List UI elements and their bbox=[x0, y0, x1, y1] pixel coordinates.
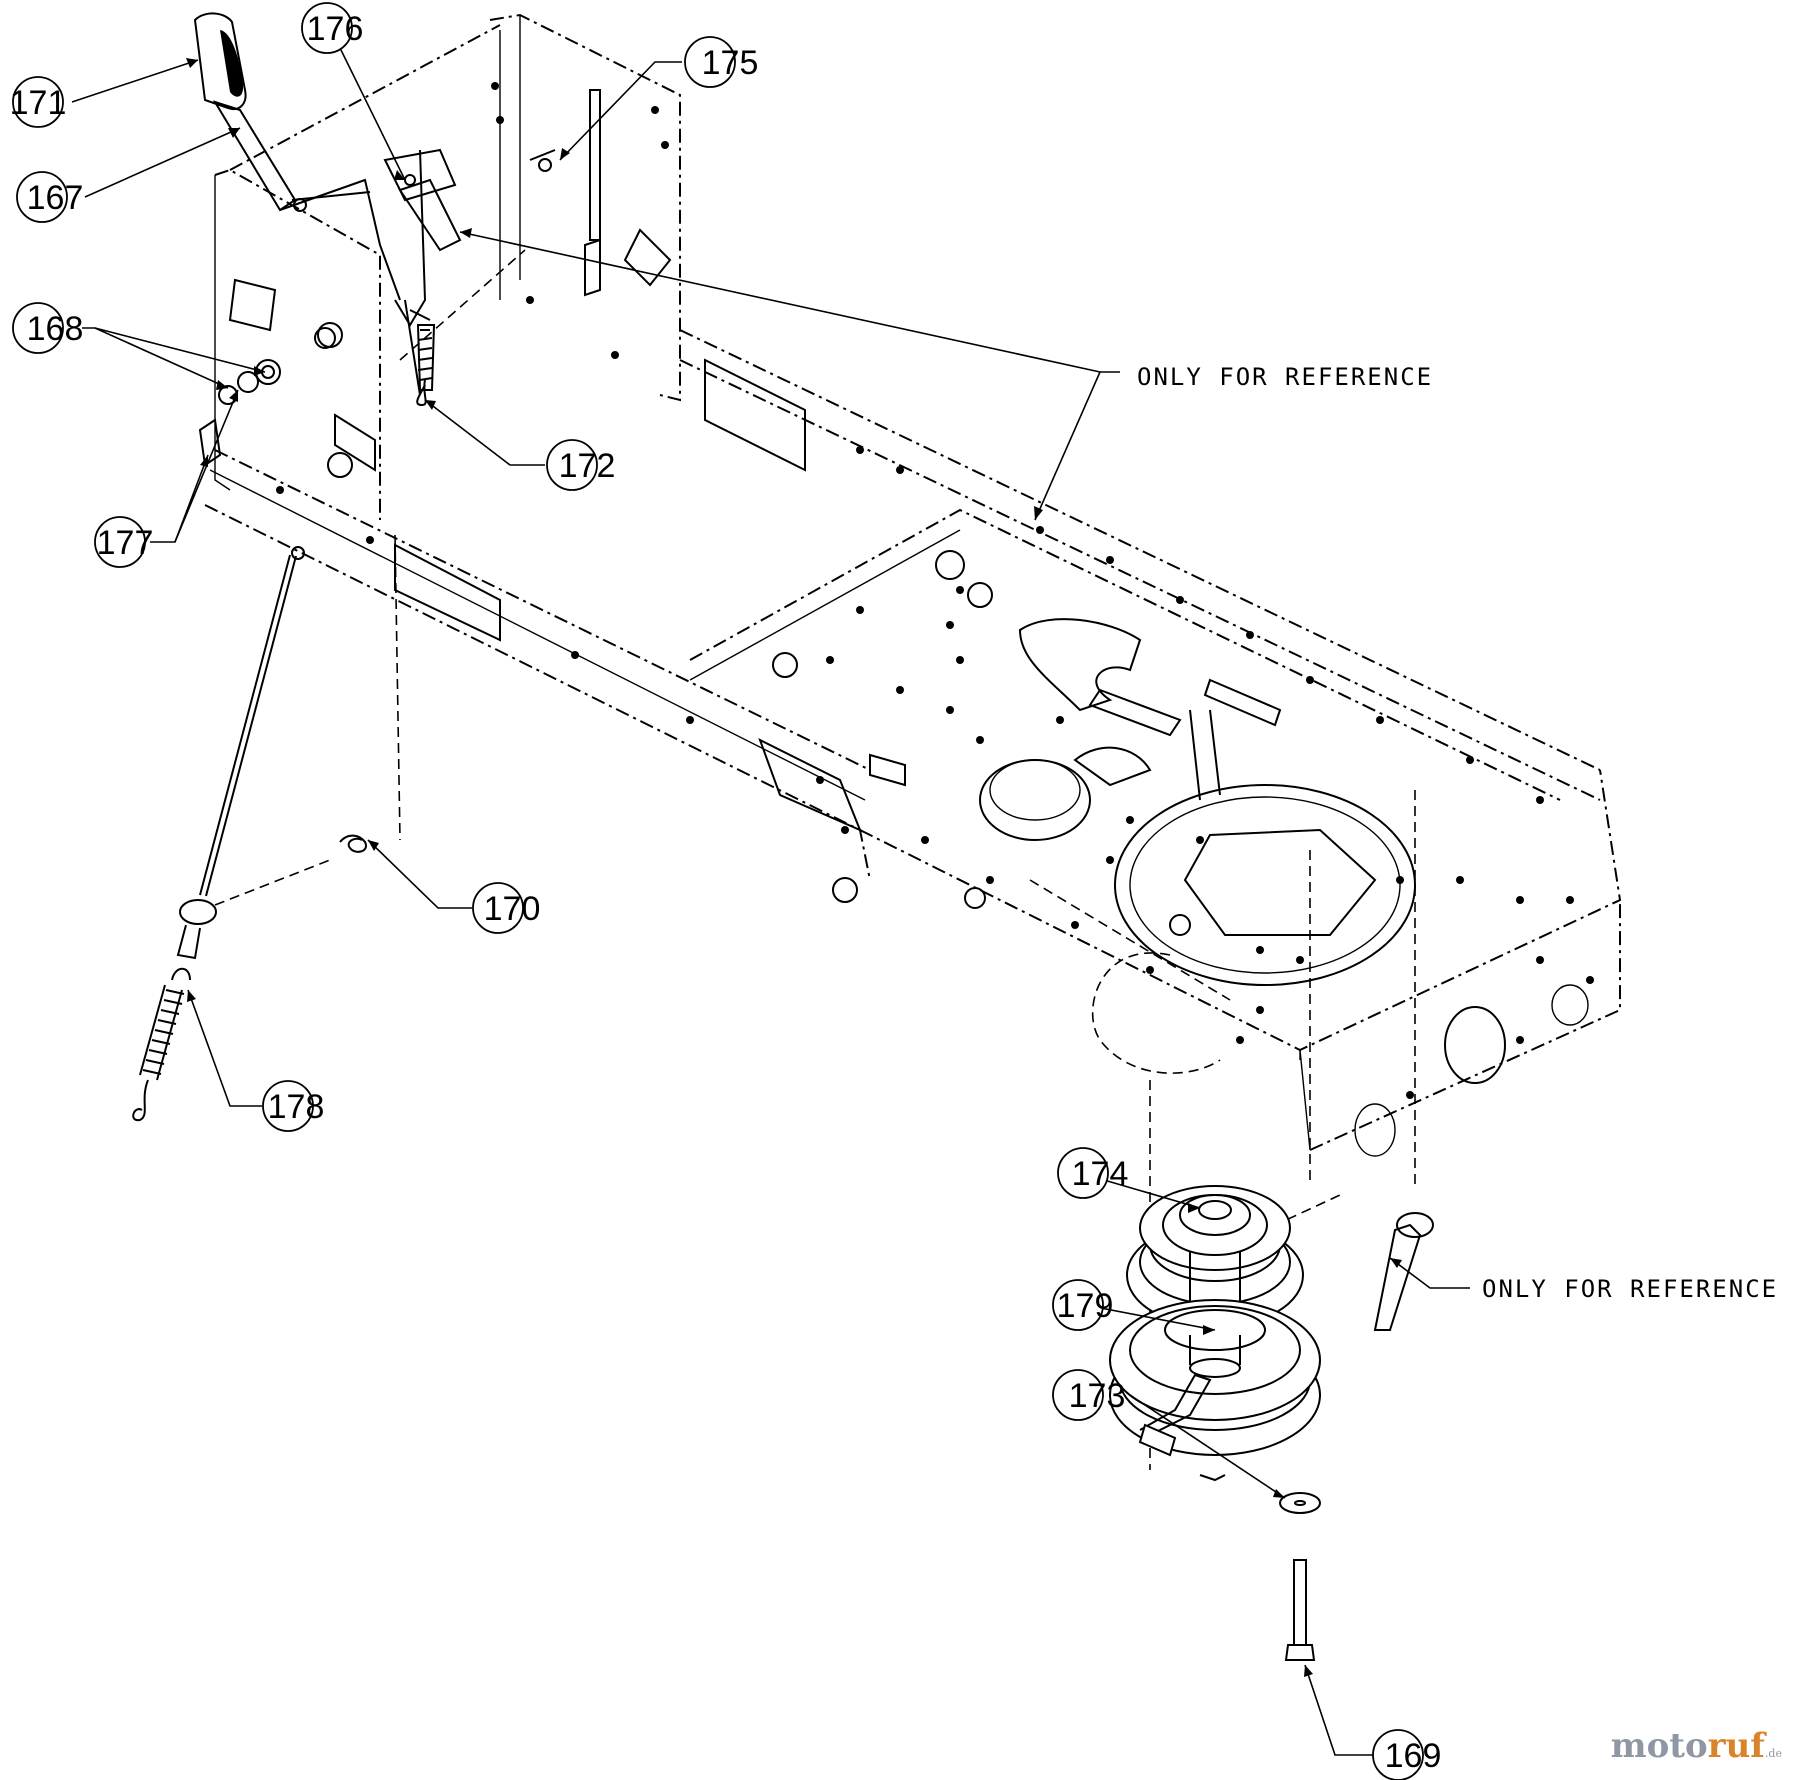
callout-label: 167 bbox=[27, 179, 84, 217]
callout-175: 175 bbox=[684, 36, 759, 88]
watermark-brand-a: moto bbox=[1610, 1726, 1708, 1766]
callout-169: 169 bbox=[1372, 1729, 1442, 1780]
callout-171: 171 bbox=[10, 76, 67, 128]
reference-note-top: ONLY FOR REFERENCE bbox=[1137, 363, 1433, 391]
callout-label: 179 bbox=[1057, 1287, 1114, 1325]
callout-172: 172 bbox=[546, 439, 616, 491]
callout-label: 173 bbox=[1069, 1377, 1126, 1415]
callout-168: 168 bbox=[12, 302, 84, 354]
callout-179: 179 bbox=[1052, 1279, 1114, 1331]
callout-label: 172 bbox=[559, 447, 616, 485]
watermark-brand-b: ruf bbox=[1707, 1726, 1765, 1766]
callout-label: 169 bbox=[1385, 1737, 1442, 1775]
callout-label: 168 bbox=[27, 310, 84, 348]
callout-label: 174 bbox=[1072, 1155, 1129, 1193]
callout-176: 176 bbox=[301, 2, 364, 54]
watermark-logo: motoruf.de bbox=[1611, 1726, 1782, 1766]
pulley-assembly bbox=[1109, 1185, 1434, 1661]
reference-note-bottom: ONLY FOR REFERENCE bbox=[1482, 1275, 1778, 1303]
callout-170: 170 bbox=[472, 882, 541, 934]
callout-177: 177 bbox=[94, 516, 154, 568]
chassis-frame bbox=[204, 13, 1622, 1470]
callout-label: 175 bbox=[702, 44, 759, 82]
bracket-168-177 bbox=[198, 327, 336, 467]
callout-173: 173 bbox=[1052, 1369, 1126, 1421]
cable-rod bbox=[132, 546, 367, 1122]
callout-label: 178 bbox=[268, 1088, 325, 1126]
callout-178: 178 bbox=[262, 1080, 325, 1132]
callout-174: 174 bbox=[1057, 1147, 1129, 1199]
lift-lever-assembly bbox=[193, 12, 556, 396]
callout-label: 171 bbox=[10, 84, 67, 122]
watermark-tld: .de bbox=[1764, 1747, 1782, 1760]
callout-167: 167 bbox=[16, 171, 84, 223]
callout-label: 177 bbox=[97, 524, 154, 562]
callout-label: 176 bbox=[307, 10, 364, 48]
spring-172 bbox=[416, 324, 436, 407]
frame-holes bbox=[276, 82, 1594, 1099]
callout-leaders bbox=[71, 47, 1470, 1756]
callout-label: 170 bbox=[484, 890, 541, 928]
